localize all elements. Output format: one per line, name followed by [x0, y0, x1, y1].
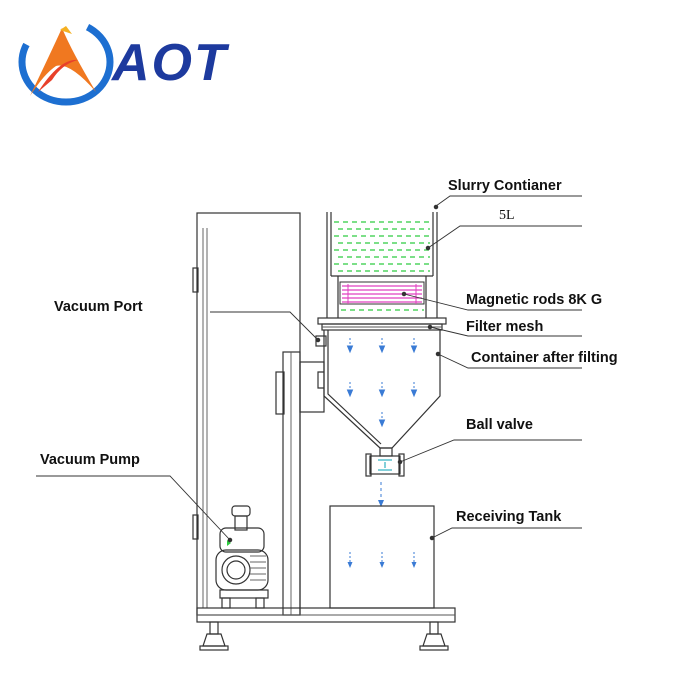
slurry-container	[326, 212, 438, 318]
label-magnetic-rods: Magnetic rods 8K G	[466, 292, 602, 308]
magnetic-rods	[339, 281, 425, 305]
ball-valve	[365, 447, 405, 477]
flow-arrow-head	[378, 345, 386, 354]
flow-arrow-head	[411, 562, 417, 568]
label-vacuum-pump: Vacuum Pump	[40, 452, 140, 468]
flow-arrow-head	[378, 389, 386, 398]
label-receiving-tank: Receiving Tank	[456, 509, 562, 525]
vacuum-pump	[215, 505, 269, 609]
flow-arrow-head	[410, 389, 418, 398]
label-volume: 5L	[499, 208, 515, 223]
logo-emblem-icon	[17, 17, 115, 107]
flow-arrow-head	[346, 345, 354, 354]
left-foot	[199, 621, 229, 651]
right-foot	[419, 621, 449, 651]
receiving-tank	[329, 505, 435, 609]
flow-arrows	[346, 338, 418, 428]
label-slurry-container: Slurry Contianer	[448, 178, 562, 194]
logo-text: AOT	[110, 34, 230, 92]
flow-arrow-head	[379, 562, 385, 568]
flow-arrow-head	[347, 562, 353, 568]
support-frame	[192, 212, 456, 651]
aot-logo: AOT	[17, 17, 230, 107]
label-vacuum-port: Vacuum Port	[54, 299, 143, 315]
filtered-container	[315, 330, 441, 449]
label-filter-mesh: Filter mesh	[466, 319, 543, 335]
drip-arrow	[378, 482, 384, 507]
tank-flow-arrows	[347, 552, 417, 568]
filter-mesh	[317, 317, 447, 331]
slurry-liquid	[334, 221, 430, 272]
flow-arrow-head	[378, 419, 386, 428]
label-container-after: Container after filting	[471, 350, 618, 366]
flow-arrow-head	[346, 389, 354, 398]
flow-arrow-head	[410, 345, 418, 354]
label-ball-valve: Ball valve	[466, 417, 533, 433]
leader-lines	[36, 195, 582, 543]
